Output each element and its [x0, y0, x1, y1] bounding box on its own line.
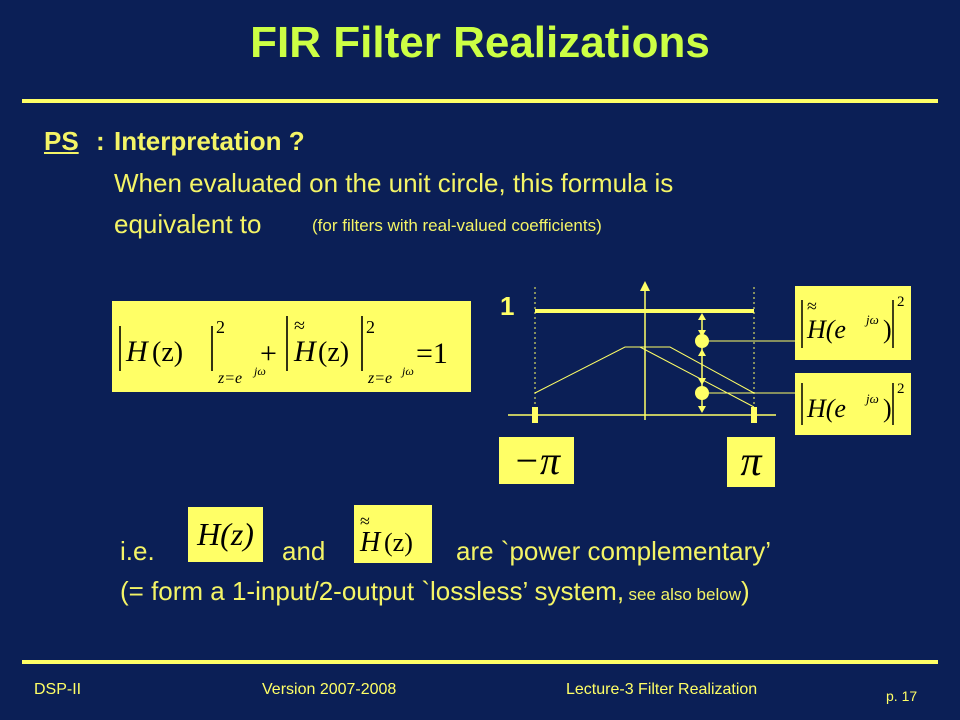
- ps-colon: :: [96, 126, 105, 156]
- footer-page: p. 17: [886, 688, 918, 704]
- minus-pi-box: −π: [499, 437, 574, 484]
- arrow-upper-tail: [698, 330, 706, 337]
- pi-box: π: [727, 437, 775, 487]
- y-axis-arrow: [640, 281, 650, 291]
- slide-title: FIR Filter Realizations: [250, 18, 710, 67]
- ps-label: PS: [44, 126, 79, 156]
- formula-sq1: 2: [216, 317, 225, 337]
- H-power-svg: H(e jω ) 2: [801, 381, 905, 425]
- lowpass-curve: [534, 346, 755, 394]
- pi-label: π: [740, 439, 762, 485]
- formula-sub1: z=e: [217, 370, 242, 387]
- formula-sub2: z=e: [367, 370, 392, 387]
- Hz-label: H(z): [197, 516, 254, 552]
- formula-svg: H (z) 2 z=e jω + ≈ H (z) 2 z=e jω =1: [119, 315, 448, 387]
- box1-close: ): [883, 315, 892, 344]
- lossless-line: (= form a 1-input/2-output `lossless’ sy…: [120, 576, 750, 607]
- formula-box: H (z) 2 z=e jω + ≈ H (z) 2 z=e jω =1: [112, 301, 471, 392]
- H-power-box: H(e jω ) 2: [795, 373, 911, 435]
- footer-course: DSP-II: [34, 681, 82, 698]
- body-line-2: equivalent to: [114, 209, 262, 239]
- power-complementary-text: are `power complementary’: [456, 536, 772, 566]
- lossless-main: (= form a 1-input/2-output `lossless’ sy…: [120, 576, 625, 606]
- tildeHz-tilde: ≈: [360, 511, 370, 531]
- response-graph: 1: [500, 281, 796, 423]
- box2-close: ): [883, 394, 892, 423]
- arrow-middle-tail: [698, 378, 706, 385]
- arrow-lower-head: [698, 406, 706, 413]
- arrow-middle-head: [698, 349, 706, 356]
- right-tick: [751, 407, 757, 423]
- formula-tilde: ≈: [294, 315, 305, 337]
- body-line-2-note: (for filters with real-valued coefficien…: [312, 216, 602, 235]
- and-text: and: [282, 536, 326, 566]
- formula-sup2: jω: [400, 364, 414, 378]
- box2-square: 2: [897, 381, 905, 397]
- tilde-H-power-box: ≈ H(e jω ) 2: [795, 286, 911, 360]
- footer-lecture: Lecture-3 Filter Realization: [566, 681, 758, 698]
- tilde-Hz-svg: ≈ H (z): [359, 511, 413, 558]
- box1-square: 2: [897, 294, 905, 310]
- footer-version: Version 2007-2008: [262, 681, 397, 698]
- tilde-Hz-box: ≈ H (z): [354, 505, 432, 563]
- tildeHz-z: (z): [384, 528, 413, 557]
- formula-sup1: jω: [252, 364, 266, 378]
- body-line-1: When evaluated on the unit circle, this …: [114, 168, 674, 198]
- interpretation-heading: Interpretation ?: [114, 126, 305, 156]
- tildeHz-H: H: [359, 527, 382, 558]
- left-tick: [532, 407, 538, 423]
- box1-H: H(e: [806, 315, 846, 344]
- arrow-upper-head: [698, 313, 706, 320]
- tilde-H-power-svg: ≈ H(e jω ) 2: [801, 294, 905, 348]
- formula-H2: H: [293, 335, 318, 368]
- formula-plus: +: [260, 337, 277, 370]
- box2-H: H(e: [806, 394, 846, 423]
- Hz-box: H(z): [188, 507, 263, 562]
- footer-rule: [22, 660, 938, 664]
- lossless-close: ): [740, 576, 750, 606]
- formula-H1: H: [125, 335, 150, 368]
- ie-text: i.e.: [120, 536, 155, 566]
- title-rule: [22, 99, 938, 103]
- box1-tilde: ≈: [807, 296, 817, 316]
- formula-sq2: 2: [366, 317, 375, 337]
- formula-z1: (z): [152, 337, 183, 368]
- box2-jw: jω: [864, 391, 879, 406]
- box1-jw: jω: [864, 312, 879, 327]
- lossless-note: see also below: [628, 585, 741, 604]
- formula-z2: (z): [318, 337, 349, 368]
- minus-pi-label: −π: [512, 438, 561, 483]
- formula-equals: =1: [416, 337, 448, 370]
- graph-one-label: 1: [500, 291, 514, 321]
- complementary-curve: [639, 346, 755, 408]
